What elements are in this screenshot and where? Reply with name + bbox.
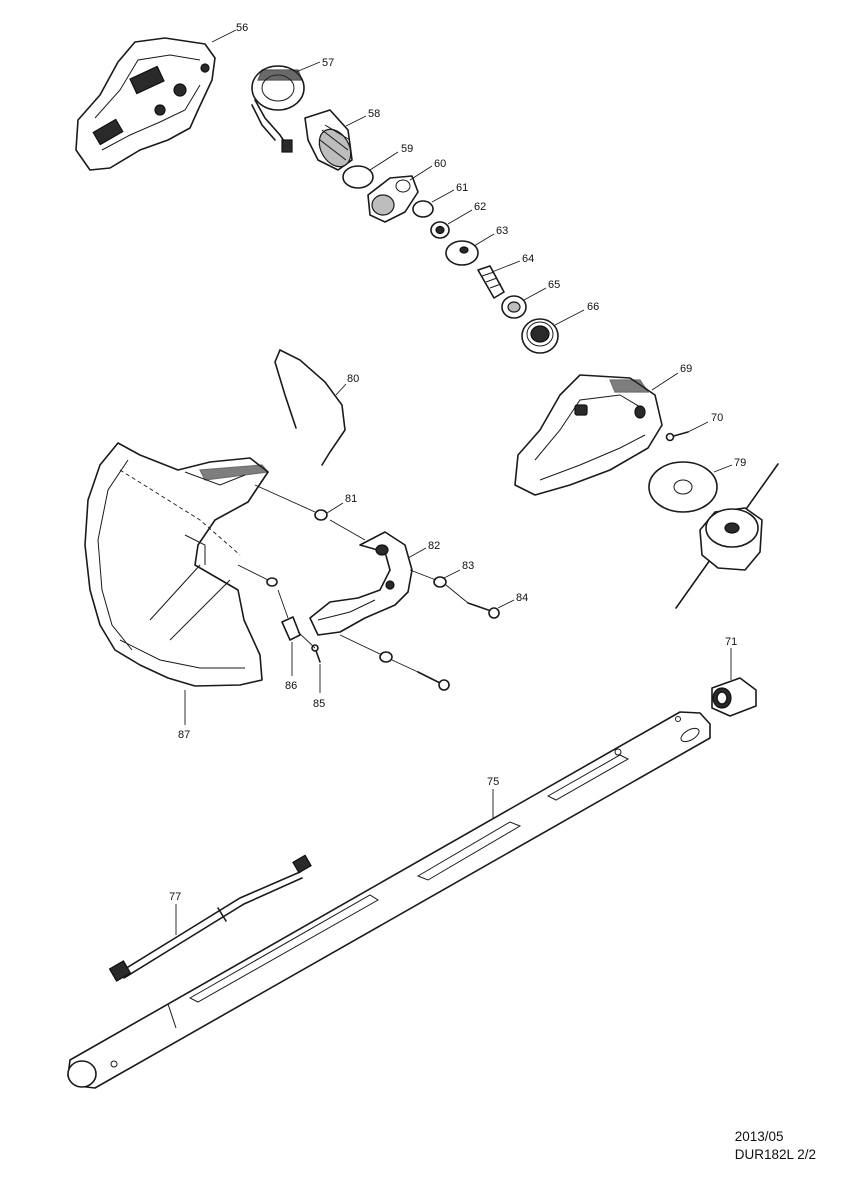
part-75-shaft-pipe bbox=[67, 711, 711, 1089]
label-86: 86 bbox=[285, 680, 297, 692]
label-75: 75 bbox=[487, 776, 499, 788]
part-77-cable bbox=[108, 854, 312, 982]
label-85: 85 bbox=[313, 698, 325, 710]
part-57-stator bbox=[251, 65, 305, 153]
label-81: 81 bbox=[345, 493, 357, 505]
label-63: 63 bbox=[496, 225, 508, 237]
washer-lower bbox=[379, 651, 393, 663]
part-56-housing bbox=[75, 37, 216, 171]
part-80-wire-guard bbox=[274, 348, 346, 466]
part-79-washer-disc bbox=[648, 461, 718, 513]
label-71: 71 bbox=[725, 636, 737, 648]
label-leaders bbox=[175, 29, 733, 935]
revision-date: 2013/05 bbox=[734, 1129, 784, 1144]
nut-left bbox=[266, 577, 278, 587]
part-65-bearing bbox=[501, 295, 527, 319]
part-69-gear-housing bbox=[514, 374, 663, 496]
part-66-gear-cover bbox=[521, 318, 559, 354]
label-79: 79 bbox=[734, 457, 746, 469]
part-85-screw bbox=[311, 644, 321, 663]
label-84: 84 bbox=[516, 592, 528, 604]
part-59-washer bbox=[342, 165, 374, 189]
label-80: 80 bbox=[347, 373, 359, 385]
part-83-washer bbox=[433, 576, 447, 588]
label-62: 62 bbox=[474, 201, 486, 213]
label-60: 60 bbox=[434, 158, 446, 170]
part-84-bolt bbox=[467, 602, 500, 619]
label-69: 69 bbox=[680, 363, 692, 375]
part-86-plate bbox=[281, 616, 301, 641]
label-83: 83 bbox=[462, 560, 474, 572]
label-56: 56 bbox=[236, 22, 248, 34]
label-58: 58 bbox=[368, 108, 380, 120]
part-58-rotor bbox=[304, 109, 353, 171]
label-65: 65 bbox=[548, 279, 560, 291]
part-60-bearing-holder bbox=[367, 175, 419, 223]
label-57: 57 bbox=[322, 57, 334, 69]
part-81-nut bbox=[314, 509, 328, 521]
label-87: 87 bbox=[178, 729, 190, 741]
part-87-protector bbox=[84, 442, 270, 687]
part-number-labels: 56 57 58 59 60 61 62 63 64 65 66 69 70 7… bbox=[169, 22, 746, 903]
label-64: 64 bbox=[522, 253, 534, 265]
label-59: 59 bbox=[401, 143, 413, 155]
model-page-number: DUR182L 2/2 bbox=[734, 1147, 816, 1162]
nylon-cutter-head bbox=[675, 463, 779, 609]
footer-info: 2013/05 DUR182L 2/2 bbox=[735, 1128, 816, 1164]
part-71-collar bbox=[711, 677, 757, 717]
part-82-bracket bbox=[309, 531, 413, 636]
assembly-lines bbox=[119, 469, 469, 673]
part-64-spindle bbox=[477, 265, 505, 299]
label-70: 70 bbox=[711, 412, 723, 424]
part-61-washer bbox=[412, 200, 434, 218]
part-62-bearing bbox=[430, 221, 450, 239]
part-70-screw bbox=[665, 431, 689, 442]
bolt-lower bbox=[417, 671, 450, 691]
label-61: 61 bbox=[456, 182, 468, 194]
label-82: 82 bbox=[428, 540, 440, 552]
label-66: 66 bbox=[587, 301, 599, 313]
part-63-gear bbox=[445, 240, 479, 266]
label-77: 77 bbox=[169, 891, 181, 903]
